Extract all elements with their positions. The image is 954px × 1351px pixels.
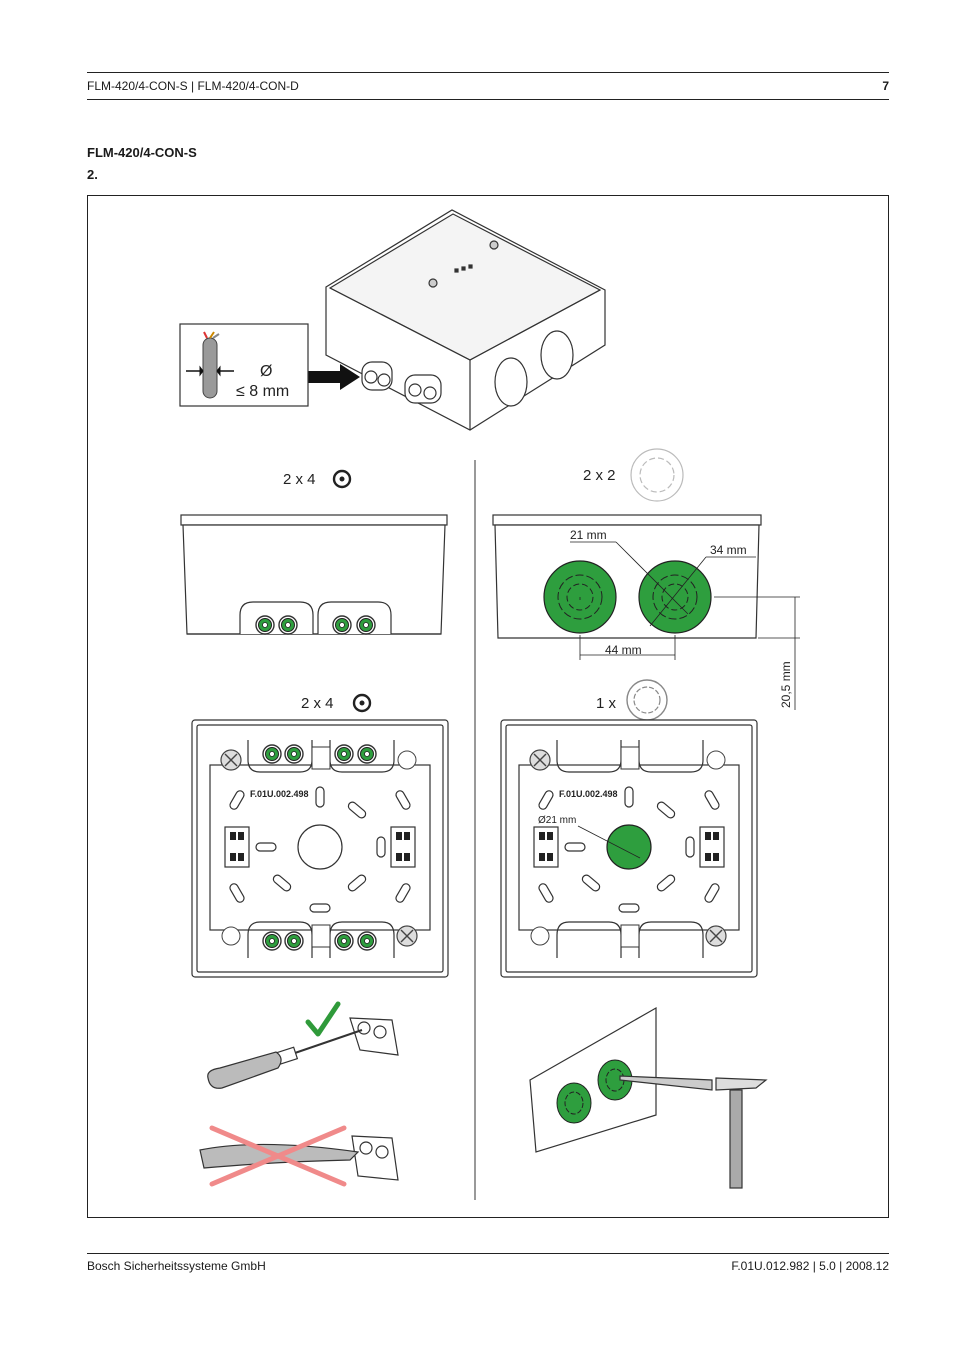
knockout-ring-icon xyxy=(630,448,684,502)
footer-company: Bosch Sicherheitssysteme GmbH xyxy=(87,1259,266,1273)
left-side-count: 2 x 4 xyxy=(283,471,316,488)
footer-docref: F.01U.012.982 | 5.0 | 2008.12 xyxy=(731,1259,889,1273)
check-icon xyxy=(305,1001,341,1037)
section-title: FLM-420/4-CON-S xyxy=(87,145,197,160)
step-number: 2. xyxy=(87,167,98,182)
knockout-right xyxy=(638,560,712,634)
knife-icon xyxy=(199,1135,399,1181)
header-product: FLM-420/4-CON-S | FLM-420/4-CON-D xyxy=(87,79,299,93)
panel-with-knockouts xyxy=(529,1006,657,1153)
dimension-20-5mm: 20,5 mm xyxy=(779,661,793,708)
dimension-34mm: 34 mm xyxy=(710,543,747,557)
footer-rule xyxy=(87,1253,889,1254)
chisel-icon xyxy=(619,1075,713,1091)
screwdriver-icon xyxy=(207,1017,399,1089)
dimension-lines xyxy=(570,541,800,710)
box-3d xyxy=(325,209,606,431)
header-rule-bottom xyxy=(87,99,889,100)
cable-diameter-symbol: Ø xyxy=(260,363,272,380)
knockout-ring-icon-2 xyxy=(626,679,668,721)
insert-arrow xyxy=(306,364,360,390)
knockout-bottom xyxy=(606,824,652,870)
top-view-left xyxy=(191,719,449,978)
cable-inset: Ø ≤ 8 mm xyxy=(179,323,309,407)
hammer-icon xyxy=(715,1077,768,1189)
small-gland-icon-2 xyxy=(352,693,372,713)
part-label-right: F.01U.002.498 xyxy=(559,789,618,799)
right-bottom-count: 1 x xyxy=(596,695,617,712)
page-number: 7 xyxy=(882,79,889,93)
dimension-21mm: 21 mm xyxy=(570,528,607,542)
left-bottom-count: 2 x 4 xyxy=(301,695,334,712)
dimension-dia21: Ø21 mm xyxy=(538,815,576,826)
cross-icon xyxy=(209,1125,347,1187)
cable-size-label: ≤ 8 mm xyxy=(236,383,289,400)
side-view-left xyxy=(180,514,448,635)
right-side-count: 2 x 2 xyxy=(583,467,616,484)
small-gland-icon xyxy=(332,469,352,489)
header-rule-top xyxy=(87,72,889,73)
dimension-44mm: 44 mm xyxy=(605,643,642,657)
figure-frame xyxy=(87,195,889,1218)
side-view-right xyxy=(492,514,762,639)
dimension-dia21-line xyxy=(577,825,641,859)
part-label-left: F.01U.002.498 xyxy=(250,789,309,799)
